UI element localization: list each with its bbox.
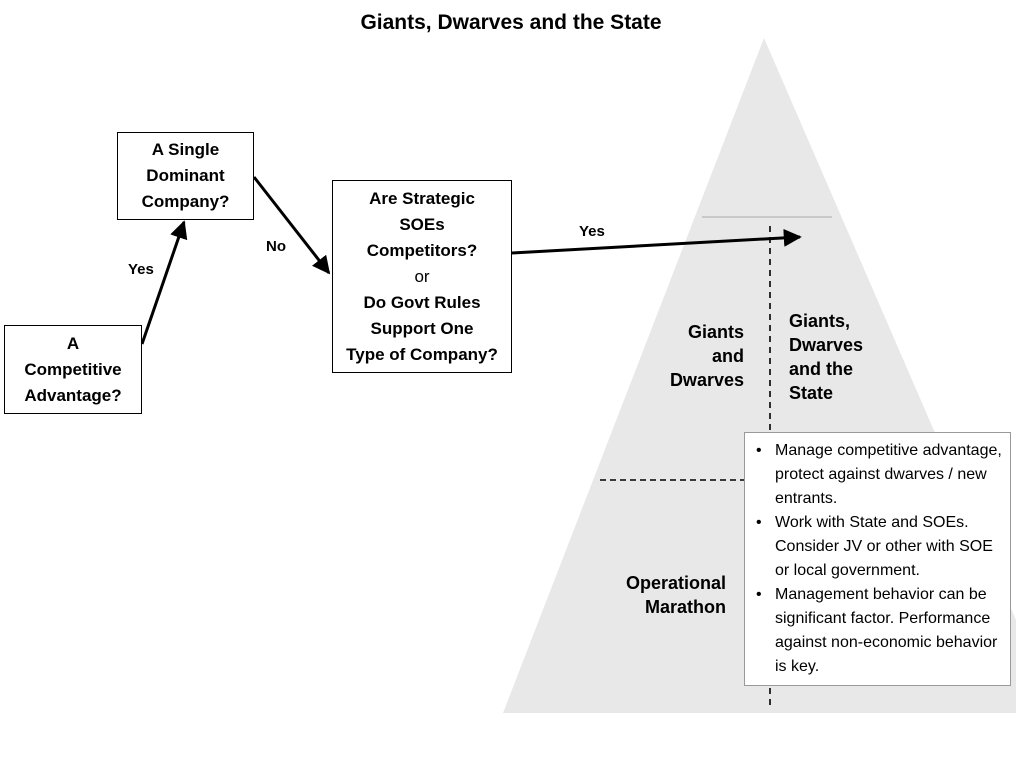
tier-line: and <box>711 346 744 366</box>
tier-line: Giants <box>687 322 744 342</box>
edge-label-yes-1: Yes <box>128 261 154 278</box>
edge-label-no: No <box>266 238 286 255</box>
notes-item: Work with State and SOEs. Consider JV or… <box>753 511 1002 583</box>
notes-list: Manage competitive advantage, protect ag… <box>753 439 1002 679</box>
box-line: A Single <box>151 140 220 159</box>
tier-line: Marathon <box>645 597 726 617</box>
tier-giants-and-dwarves: Giants and Dwarves <box>630 320 744 392</box>
tier-line: Dwarves <box>789 335 864 355</box>
box-competitive-advantage: A Competitive Advantage? <box>4 325 142 414</box>
box-line: Company? <box>141 192 230 211</box>
box-line: Dominant <box>146 166 225 185</box>
tier-line: Giants, <box>789 311 851 331</box>
notes-item: Manage competitive advantage, protect ag… <box>753 439 1002 511</box>
arrow-dominant-to-soes <box>252 176 331 275</box>
box-line: A <box>66 333 80 353</box>
diagram-title: Giants, Dwarves and the State <box>360 11 662 34</box>
box-line: Do Govt Rules <box>363 292 481 312</box>
tier-line: State <box>789 383 834 403</box>
box-line: Advantage? <box>24 385 122 405</box>
box-line: SOEs <box>399 214 445 234</box>
box-single-dominant-company: A Single Dominant Company? <box>117 132 254 220</box>
notes-box: Manage competitive advantage, protect ag… <box>744 432 1011 686</box>
edge-label-yes-2: Yes <box>579 223 605 240</box>
box-line: Competitive <box>24 359 122 379</box>
box-or-text: or <box>414 266 430 286</box>
tier-operational-marathon: Operational Marathon <box>596 571 726 619</box>
box-line: Support One <box>370 318 474 338</box>
box-line: Competitors? <box>366 240 478 260</box>
tier-line: Operational <box>625 573 726 593</box>
arrow-advantage-to-dominant <box>140 220 188 345</box>
box-line: Are Strategic <box>369 188 475 208</box>
arrow-soes-to-pyramid <box>511 228 802 255</box>
tier-giants-dwarves-state: Giants, Dwarves and the State <box>789 309 863 405</box>
box-line: Type of Company? <box>346 344 498 364</box>
tier-line: and the <box>789 359 854 379</box>
tier-line: Dwarves <box>669 370 744 390</box>
box-strategic-soes: Are Strategic SOEs Competitors? or Do Go… <box>332 180 512 373</box>
notes-item: Management behavior can be significant f… <box>753 583 1002 679</box>
